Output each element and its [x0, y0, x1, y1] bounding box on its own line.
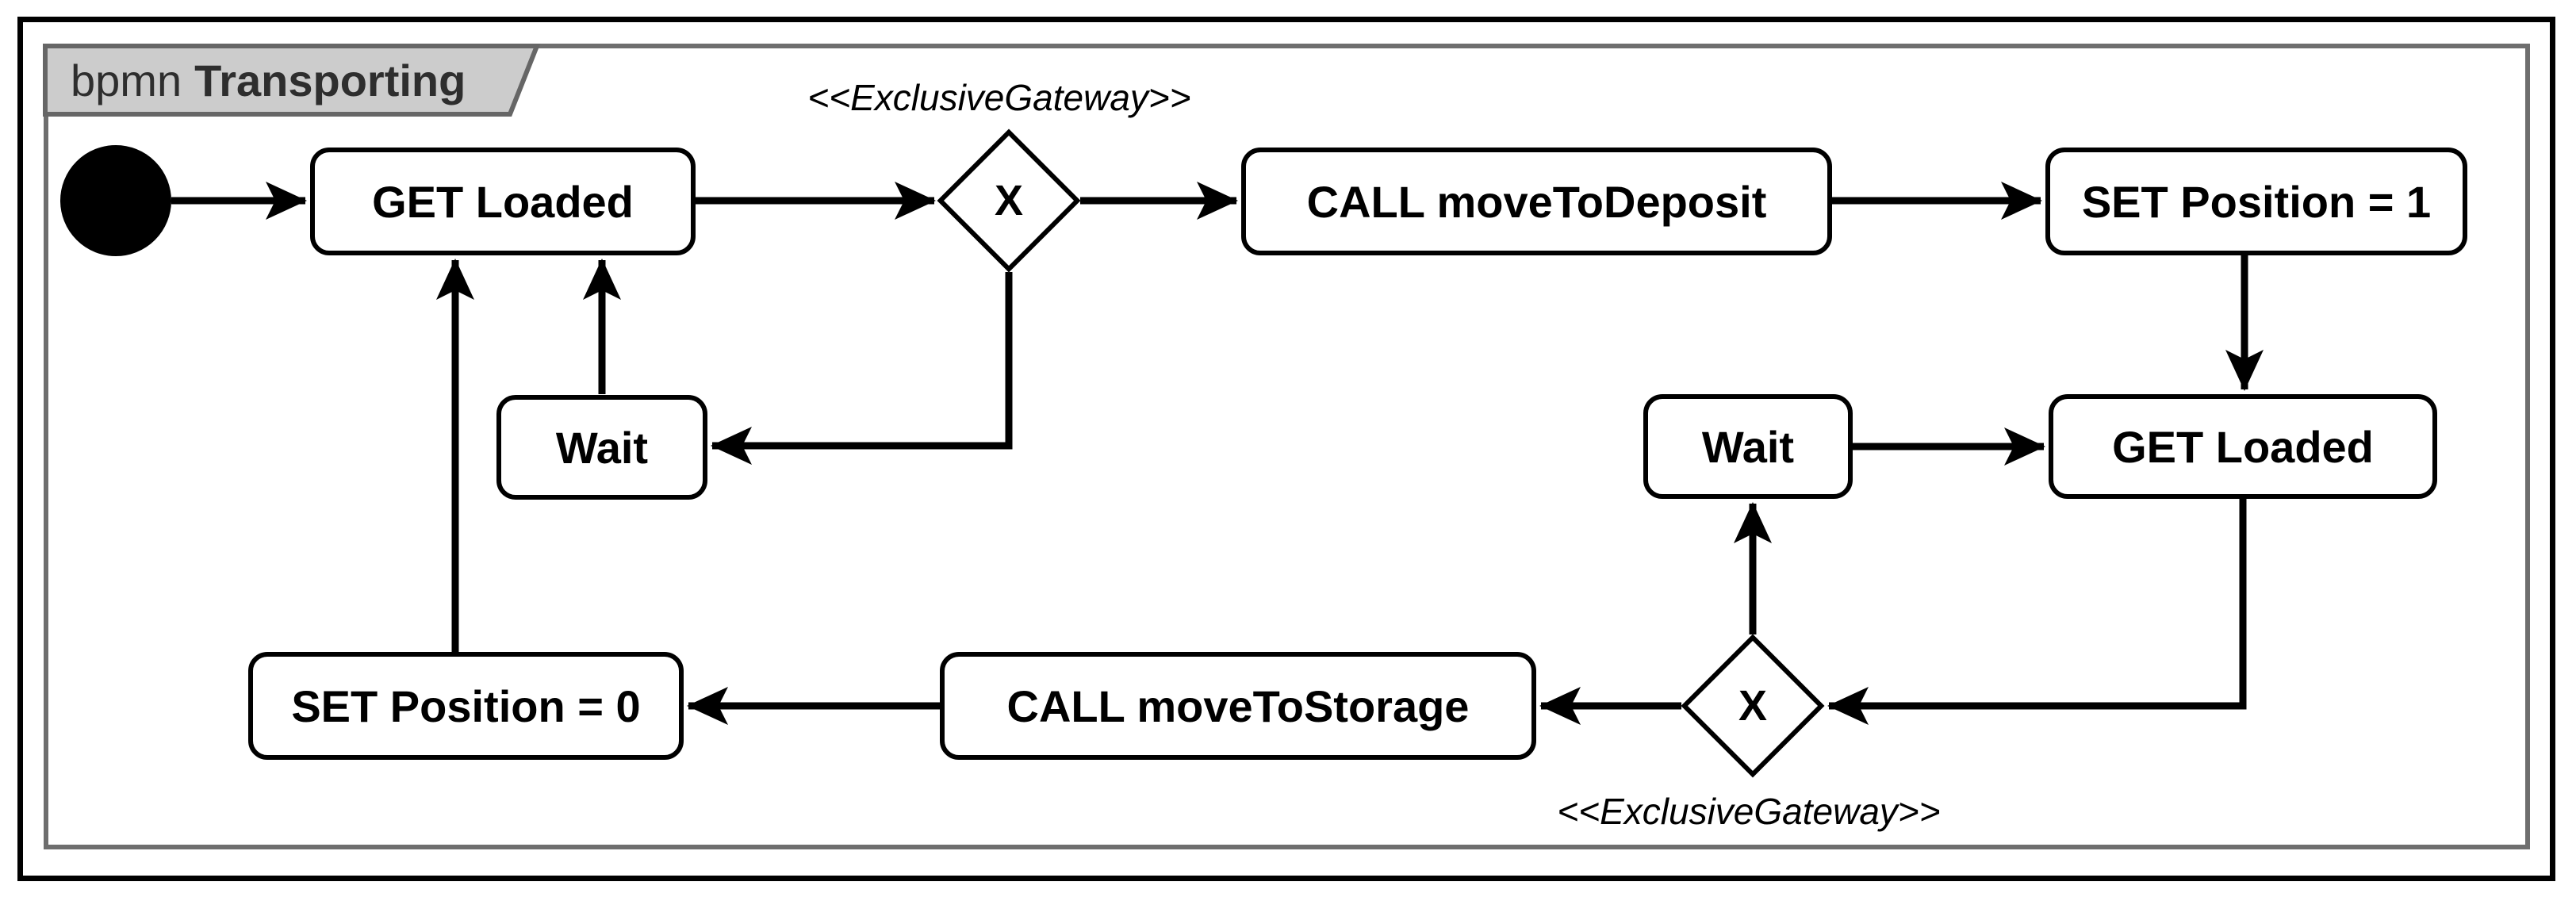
outer-frame	[17, 17, 2555, 881]
task-get-loaded-1: GET Loaded	[310, 148, 696, 255]
task-call-move-to-deposit-label: CALL moveToDeposit	[1306, 176, 1767, 227]
frame-tab-shape	[43, 44, 541, 117]
gateway-1-stereotype: <<ExclusiveGateway>>	[807, 77, 1191, 118]
task-get-loaded-2: GET Loaded	[2049, 394, 2437, 499]
frame-tab-title: Transporting	[194, 55, 466, 105]
gateway-1-label: X	[994, 177, 1024, 224]
bpmn-frame-border	[44, 44, 2530, 849]
task-get-loaded-2-label: GET Loaded	[2112, 421, 2374, 472]
task-get-loaded-1-label: GET Loaded	[372, 176, 634, 227]
task-call-move-to-storage-label: CALL moveToStorage	[1006, 680, 1470, 731]
task-set-position-1: SET Position = 1	[2045, 148, 2467, 255]
task-set-position-1-label: SET Position = 1	[2081, 176, 2432, 227]
task-set-position-0: SET Position = 0	[248, 652, 684, 760]
task-wait-left-label: Wait	[555, 422, 649, 473]
gateway-2-stereotype: <<ExclusiveGateway>>	[1557, 791, 1941, 832]
edge-gateway-1-to-wait-left	[711, 272, 1013, 465]
start-event-node	[60, 145, 171, 256]
frame-tab: bpmn Transporting	[45, 46, 466, 114]
frame-tab-keyword: bpmn	[71, 55, 182, 105]
edge-get-loaded-2-to-gateway-2	[1827, 499, 2247, 725]
task-set-position-0-label: SET Position = 0	[291, 680, 641, 731]
task-wait-left: Wait	[496, 395, 707, 500]
task-wait-right-label: Wait	[1701, 421, 1795, 472]
task-wait-right: Wait	[1643, 394, 1853, 499]
gateway-2-label: X	[1738, 682, 1768, 730]
task-call-move-to-deposit: CALL moveToDeposit	[1241, 148, 1832, 255]
task-call-move-to-storage: CALL moveToStorage	[940, 652, 1536, 760]
